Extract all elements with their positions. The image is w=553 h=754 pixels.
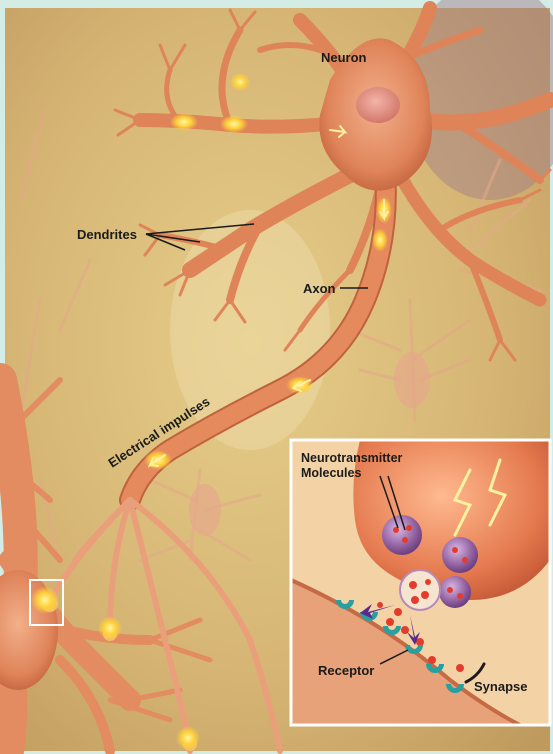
label-neurotransmitter: Neurotransmitter [301, 451, 403, 465]
label-molecules: Molecules [301, 466, 361, 480]
background-neuron-soma-center [189, 484, 221, 536]
background-neuron-soma-right [394, 352, 430, 408]
label-receptor: Receptor [318, 663, 374, 678]
label-synapse: Synapse [474, 679, 527, 694]
label-axon: Axon [303, 281, 336, 296]
neuron-nucleus [356, 87, 400, 123]
vesicle-opening [400, 570, 440, 610]
vesicle [439, 576, 471, 608]
label-neuron: Neuron [321, 50, 367, 65]
label-dendrites: Dendrites [77, 227, 137, 242]
vesicle [442, 537, 478, 573]
